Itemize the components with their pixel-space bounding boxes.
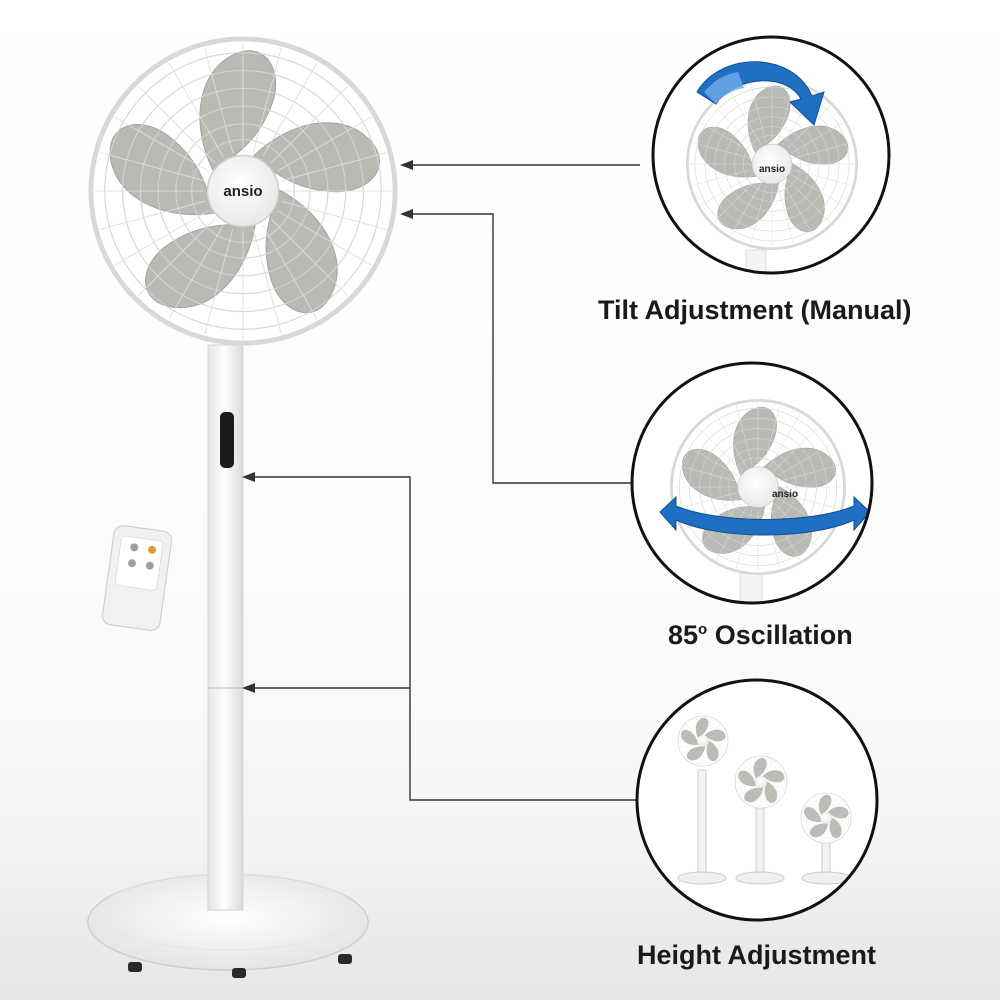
callout-arrowheads <box>242 160 413 693</box>
arrowhead-icon <box>400 209 413 219</box>
arrowhead-icon <box>400 160 413 170</box>
callout-line-oscillation <box>410 213 640 484</box>
degree-symbol: o <box>698 621 708 638</box>
callout-line-height <box>252 476 640 801</box>
brand-logo: ansio <box>223 183 262 200</box>
base-foot <box>338 954 352 964</box>
caption-oscillation: 85o Oscillation <box>668 620 853 651</box>
mode-button-icon <box>130 543 139 552</box>
control-display <box>220 412 234 468</box>
arrowhead-icon <box>242 472 255 482</box>
svg-text:ansio: ansio <box>772 489 798 500</box>
caption-oscillation-value: 85 <box>668 620 699 650</box>
svg-text:ansio: ansio <box>759 164 785 175</box>
caption-oscillation-label: Oscillation <box>707 620 853 650</box>
arrowhead-icon <box>242 683 255 693</box>
main-fan: ansio <box>87 39 395 978</box>
feature-circle-tilt: ansio <box>651 35 891 275</box>
remote-control <box>101 525 173 631</box>
base-foot <box>232 968 246 978</box>
feature-circle-oscillation: ansio <box>630 361 874 605</box>
caption-height: Height Adjustment <box>637 940 876 970</box>
callout-lines <box>252 164 640 801</box>
feature-circle-height <box>635 678 879 922</box>
power-button-icon <box>148 545 157 554</box>
height-stages-icon <box>677 715 852 885</box>
caption-tilt: Tilt Adjustment (Manual) <box>598 295 912 325</box>
timer-button-icon <box>128 559 137 568</box>
speed-button-icon <box>145 561 154 570</box>
base-foot <box>128 962 142 972</box>
